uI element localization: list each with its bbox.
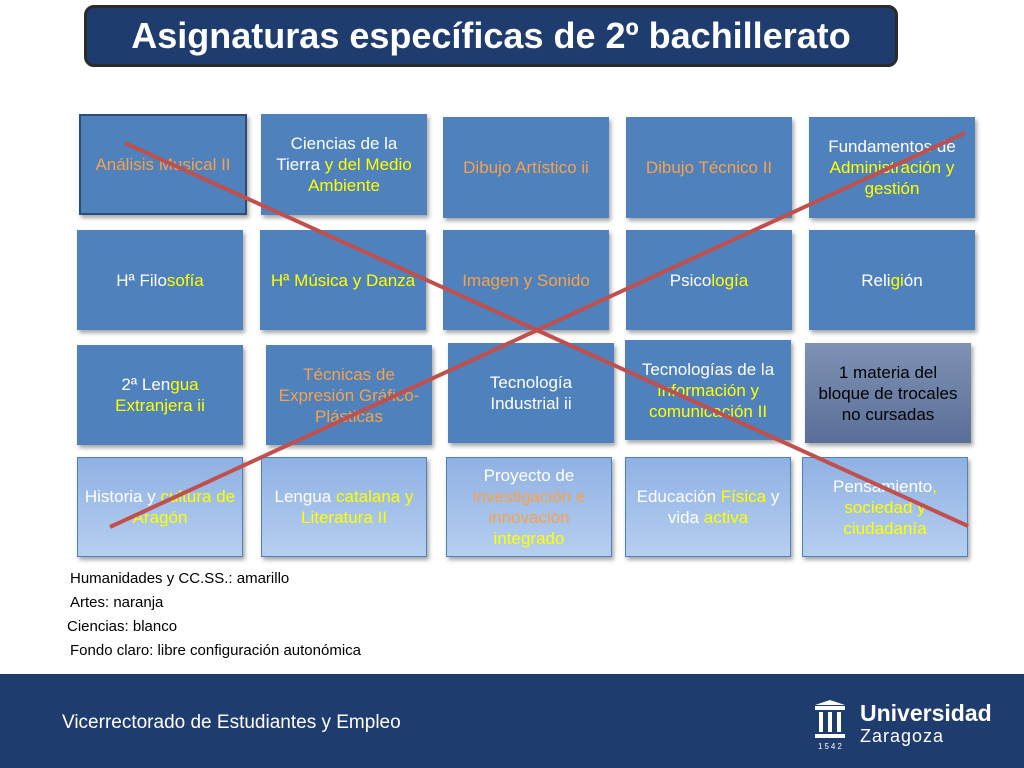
tile-tecnologia-industrial: Tecnología Industrial ii <box>448 343 614 443</box>
logo-zaragoza: Zaragoza <box>860 726 945 746</box>
university-emblem-icon <box>815 700 845 738</box>
tile-historia-musica-danza: Hª Música y Danza <box>260 230 426 330</box>
tile-imagen-sonido: Imagen y Sonido <box>443 230 609 330</box>
legend-humanidades: Humanidades y CC.SS.: amarillo <box>70 570 290 587</box>
tile-ciencias-tierra: Ciencias de la Tierra y del Medio Ambien… <box>261 114 427 215</box>
logo-universidad: Universidad <box>860 700 992 726</box>
tile-historia-cultura-aragon: Historia y cultura de Aragón <box>77 457 243 557</box>
tile-lengua-catalana: Lengua catalana y Literatura II <box>261 457 427 557</box>
tile-pensamiento-sociedad: Pensamiento, sociedad y ciudadanía <box>802 457 968 557</box>
tile-dibujo-artistico: Dibujo Artístico ii <box>443 117 609 218</box>
tile-religion: Religión <box>809 230 975 330</box>
page-title: Asignaturas específicas de 2º bachillera… <box>131 15 851 56</box>
footer-text: Vicerrectorado de Estudiantes y Empleo <box>62 712 401 733</box>
legend-fondo-claro: Fondo claro: libre configuración autonóm… <box>70 642 361 659</box>
tile-fundamentos-administracion: Fundamentos de Administración y gestión <box>809 117 975 218</box>
tile-dibujo-tecnico: Dibujo Técnico II <box>626 117 792 218</box>
legend-artes: Artes: naranja <box>70 594 164 611</box>
tile-segunda-lengua-extranjera: 2ª Lengua Extranjera ii <box>77 345 243 445</box>
tile-psicologia: Psicología <box>626 230 792 330</box>
tile-tecnologias-informacion: Tecnologías de la Información y comunica… <box>625 340 791 440</box>
title-banner: Asignaturas específicas de 2º bachillera… <box>84 5 898 67</box>
university-logo: Universidad Zaragoza 1542 <box>812 698 992 754</box>
tile-historia-filosofia: Hª Filosofía <box>77 230 243 330</box>
logo-year: 1542 <box>818 742 844 751</box>
tile-materia-troncal: 1 materia del bloque de trocales no curs… <box>805 343 971 443</box>
tile-educacion-fisica: Educación Física y vida activa <box>625 457 791 557</box>
tile-tecnicas-expresion: Técnicas de Expresión Gráfico-Plásticas <box>266 345 432 445</box>
footer-bar <box>0 674 1024 768</box>
tile-proyecto-investigacion: Proyecto de investigación e innovación i… <box>446 457 612 557</box>
legend-ciencias: Ciencias: blanco <box>67 618 178 635</box>
tile-analisis-musical: Análisis Musical II <box>79 114 247 215</box>
